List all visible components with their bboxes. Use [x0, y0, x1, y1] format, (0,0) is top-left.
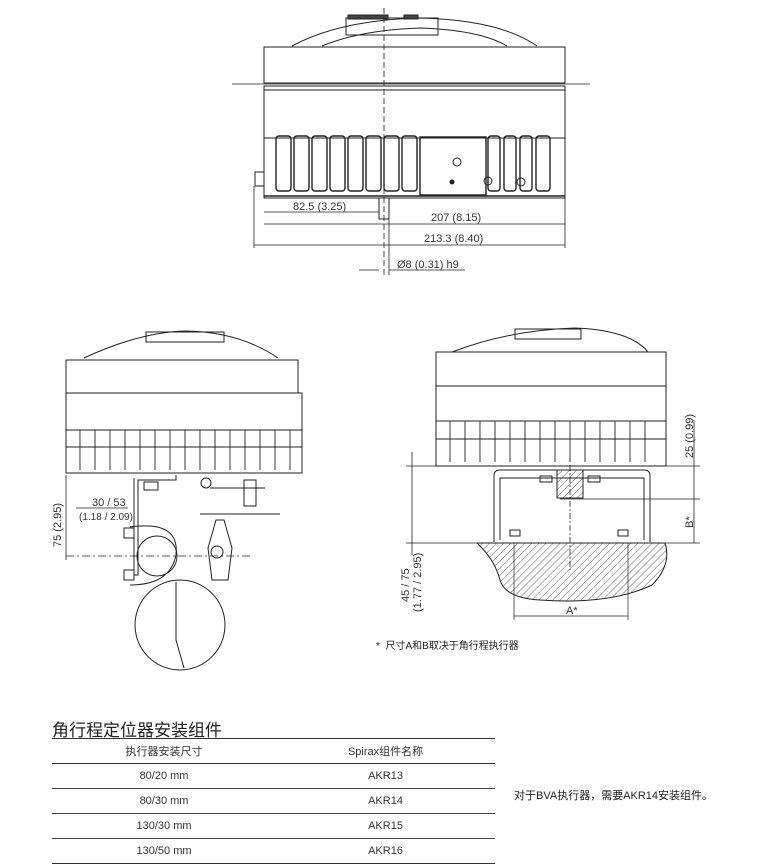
- dim-right-a: A*: [566, 605, 578, 617]
- cell-kit: AKR13: [368, 770, 403, 782]
- dim-left-offset-in: (1.18 / 2.09): [79, 512, 133, 523]
- dim-right-top-gap: 25 (0.99): [684, 414, 696, 458]
- dim-right-height: 45 / 75: [400, 568, 412, 602]
- dim-right-b: B*: [684, 516, 696, 528]
- cell-kit: AKR15: [368, 820, 403, 832]
- left-view-drawing: [65, 330, 303, 671]
- top-view-drawing: [232, 8, 590, 275]
- dim-shaft-diameter: Ø8 (0.31) h9: [397, 259, 459, 271]
- table-header-row: 执行器安装尺寸 Spirax组件名称: [52, 738, 495, 764]
- dim-overall-width: 213.3 (8.40): [424, 233, 483, 245]
- bva-note: 对于BVA执行器，需要AKR14安装组件。: [514, 790, 714, 802]
- table-row: 130/50 mm AKR16: [52, 839, 495, 864]
- cell-kit: AKR16: [368, 845, 403, 857]
- mounting-kit-table: 执行器安装尺寸 Spirax组件名称 80/20 mm AKR13 80/30 …: [52, 738, 495, 864]
- cell-size: 130/50 mm: [136, 845, 192, 857]
- cell-size: 80/30 mm: [139, 795, 189, 807]
- footnote-text: 尺寸A和B取决于角行程执行器: [385, 641, 519, 652]
- dim-left-height: 75 (2.95): [52, 503, 64, 547]
- cell-kit: AKR14: [368, 795, 403, 807]
- table-row: 80/20 mm AKR13: [52, 764, 495, 789]
- footnote-star: *: [376, 641, 380, 652]
- column-header-kit: Spirax组件名称: [347, 746, 424, 758]
- dim-shaft-offset: 82.5 (3.25): [293, 201, 346, 213]
- cell-size: 80/20 mm: [139, 770, 189, 782]
- table-row: 130/30 mm AKR15: [52, 814, 495, 839]
- dim-right-height-in: (1.77 / 2.95): [412, 553, 424, 612]
- right-view-drawing: [406, 327, 700, 620]
- section-title: 角行程定位器安装组件: [52, 721, 222, 740]
- dim-body-width: 207 (8.15): [431, 212, 481, 224]
- footnote: * 尺寸A和B取决于角行程执行器: [376, 637, 519, 652]
- dim-left-offset-mm: 30 / 53: [92, 497, 126, 509]
- column-header-size: 执行器安装尺寸: [125, 746, 203, 758]
- cell-size: 130/30 mm: [136, 820, 192, 832]
- table-row: 80/30 mm AKR14: [52, 789, 495, 814]
